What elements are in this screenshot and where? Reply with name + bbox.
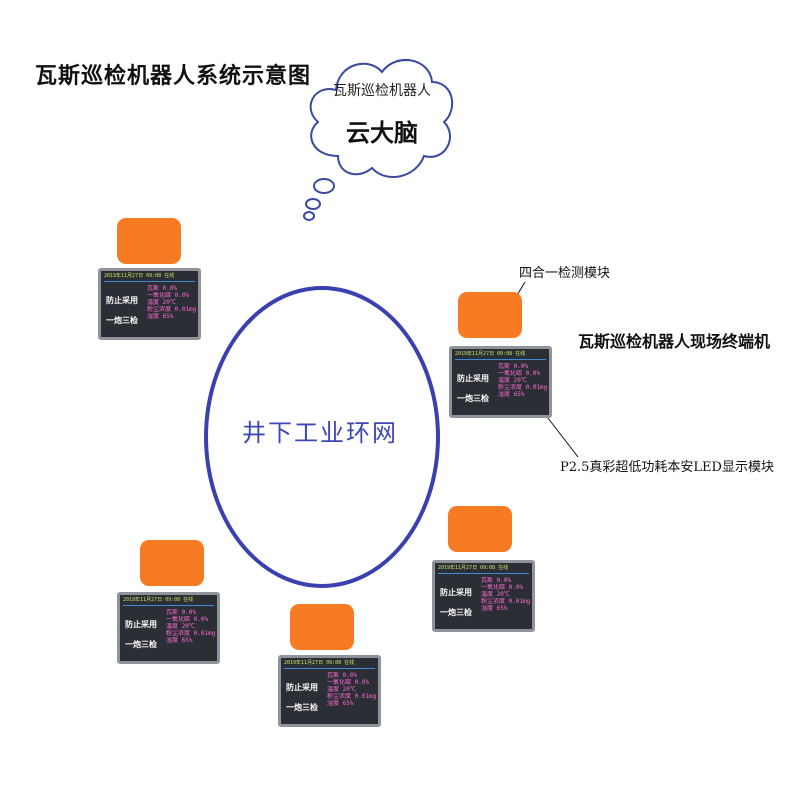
network-ring [204,286,440,588]
diagram-title: 瓦斯巡检机器人系统示意图 [35,64,312,89]
led-display: 2019年11月27日 09:08 在线 防止采用 一炮三检 瓦斯 0.0%一氧… [278,655,381,727]
sensor-module [458,292,522,338]
sensor-module [140,540,204,586]
cloud-subtitle: 瓦斯巡检机器人 [333,83,431,99]
cloud-shape [303,58,453,221]
terminal-annotation: 瓦斯巡检机器人现场终端机 [578,332,771,351]
sensor-module-annotation: 四合一检测模块 [519,266,611,281]
led-display: 2019年11月27日 09:08 在线 防止采用 一炮三检 瓦斯 0.0%一氧… [98,268,201,340]
cloud-title: 云大脑 [346,119,418,147]
led-display: 2019年11月27日 09:08 在线 防止采用 一炮三检 瓦斯 0.0%一氧… [117,592,220,664]
network-label: 井下工业环网 [242,419,398,447]
sensor-module [290,604,354,650]
sensor-module [448,506,512,552]
display-module-annotation: P2.5真彩超低功耗本安LED显示模块 [560,460,774,475]
led-display: 2019年11月27日 09:08 在线 防止采用 一炮三检 瓦斯 0.0%一氧… [432,560,535,632]
sensor-module [117,218,181,264]
led-display: 2019年11月27日 09:08 在线 防止采用 一炮三检 瓦斯 0.0%一氧… [449,346,552,418]
